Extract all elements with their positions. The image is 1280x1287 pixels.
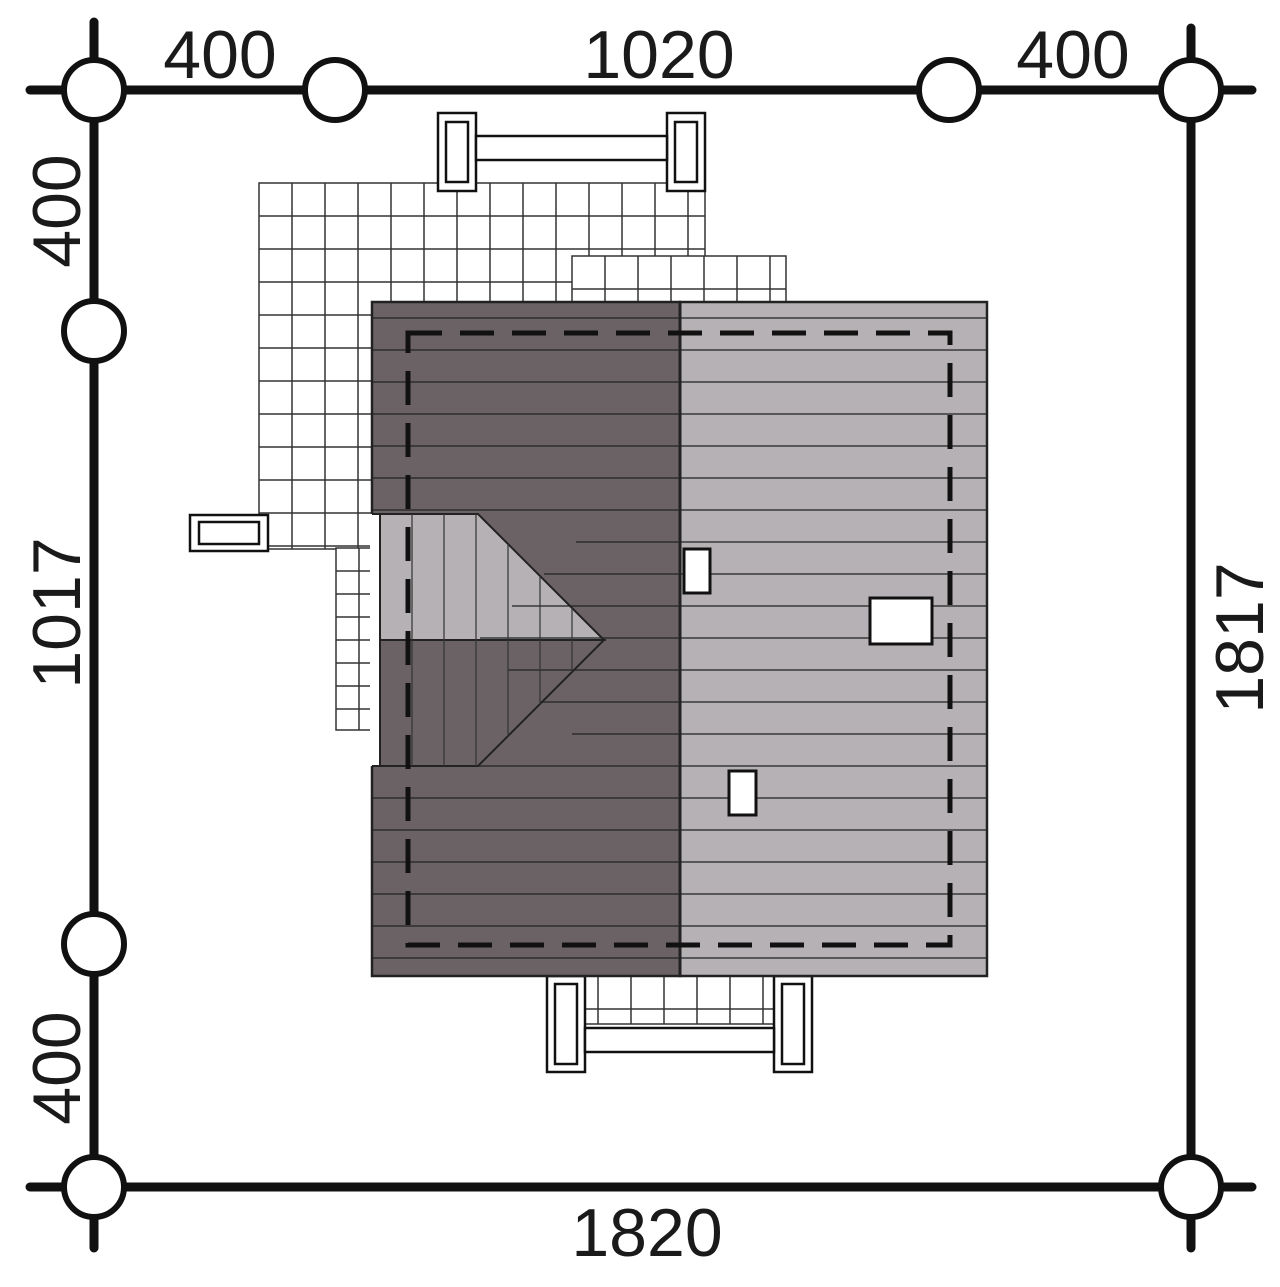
axis-marker-top-left [61, 57, 127, 123]
axis-marker-top-b [916, 57, 982, 123]
axis-marker-top-a [302, 57, 368, 123]
terrace-bottom [564, 975, 794, 1025]
axis-marker-left-b [61, 911, 127, 977]
dim-top-left: 400 [163, 17, 276, 93]
axis-markers [61, 57, 1224, 1220]
skylight-small [727, 769, 758, 817]
dim-top-right: 400 [1016, 17, 1129, 93]
dim-bottom-total: 1820 [571, 1195, 722, 1271]
axis-marker-bottom-right [1158, 1154, 1224, 1220]
axis-marker-top-right [1158, 57, 1224, 123]
axis-marker-left-a [61, 298, 127, 364]
dimension-lines [25, 17, 1257, 1253]
terrace-strip-top [571, 255, 787, 303]
dim-right-total: 1817 [1202, 562, 1278, 713]
skylight-large [868, 596, 934, 646]
chimney [682, 547, 712, 595]
top-steps [436, 111, 707, 193]
terrace-strip-top-grid [572, 256, 786, 302]
bottom-steps [545, 974, 814, 1074]
terrace-bottom-grid [565, 976, 793, 1024]
dim-left-top: 400 [19, 154, 95, 267]
building-outline-dashed [405, 330, 953, 948]
left-bench [188, 513, 270, 553]
dormer-tile-lines [411, 514, 573, 766]
dim-top-middle: 1020 [583, 17, 734, 93]
dim-left-middle: 1017 [19, 537, 95, 688]
roof-slope-light [678, 300, 989, 978]
axis-marker-bottom-left [61, 1154, 127, 1220]
roof [370, 300, 989, 978]
dim-left-bottom: 400 [19, 1011, 95, 1124]
